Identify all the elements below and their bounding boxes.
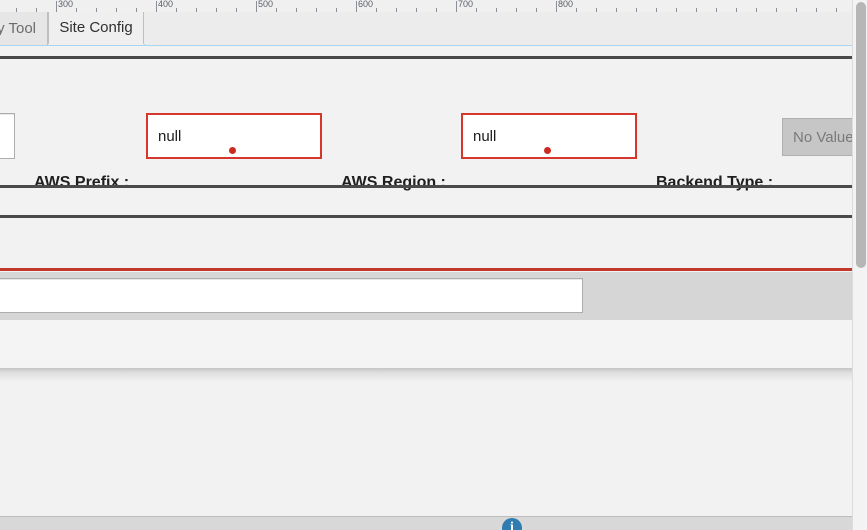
ruler-minor-tick	[416, 8, 417, 12]
ruler-label: 400	[158, 0, 174, 9]
ruler-minor-tick	[656, 8, 657, 12]
ruler-minor-tick	[236, 8, 237, 12]
aws-region-error-dot	[544, 147, 551, 154]
ruler-minor-tick	[836, 8, 837, 12]
tab-deploy-tool-label: y Tool	[0, 20, 36, 37]
error-rule	[0, 268, 852, 271]
divider-section	[0, 215, 852, 218]
ruler-minor-tick	[696, 8, 697, 12]
divider-form-bottom	[0, 185, 852, 188]
ruler-major-tick	[556, 1, 557, 12]
vertical-scrollbar-track[interactable]	[852, 0, 867, 530]
ruler-label: 800	[558, 0, 574, 9]
ruler-minor-tick	[176, 8, 177, 12]
ruler-minor-tick	[716, 8, 717, 12]
ruler-major-tick	[156, 1, 157, 12]
ruler-label: 300	[58, 0, 74, 9]
config-panel: AWS Prefix : null AWS Region : null Back…	[0, 46, 867, 530]
backend-type-placeholder: No Value	[793, 128, 854, 146]
ruler-minor-tick	[516, 8, 517, 12]
ruler-minor-tick	[316, 8, 317, 12]
ruler-minor-tick	[496, 8, 497, 12]
ruler-minor-tick	[736, 8, 737, 12]
filter-input[interactable]	[0, 278, 583, 313]
ruler-minor-tick	[616, 8, 617, 12]
bottom-status-bar	[0, 516, 852, 530]
info-icon[interactable]: i	[502, 518, 522, 530]
ruler-minor-tick	[96, 8, 97, 12]
vertical-scrollbar-thumb[interactable]	[856, 2, 866, 268]
ruler-minor-tick	[776, 8, 777, 12]
ruler-minor-tick	[596, 8, 597, 12]
ruler-minor-tick	[396, 8, 397, 12]
divider-top	[0, 56, 852, 59]
aws-region-label: AWS Region :	[341, 174, 446, 191]
info-icon-glyph: i	[510, 520, 514, 530]
ruler-minor-tick	[576, 8, 577, 12]
backend-type-label: Backend Type :	[656, 174, 774, 191]
ruler-minor-tick	[436, 8, 437, 12]
ruler-minor-tick	[196, 8, 197, 12]
ruler-minor-tick	[116, 8, 117, 12]
tab-site-config-label: Site Config	[59, 19, 133, 36]
ruler-minor-tick	[536, 8, 537, 12]
ruler-minor-tick	[276, 8, 277, 12]
ruler-minor-tick	[16, 8, 17, 12]
aws-region-value: null	[473, 127, 497, 145]
ruler-label: 700	[458, 0, 474, 9]
ruler-major-tick	[56, 1, 57, 12]
tab-bar-empty-space	[145, 12, 852, 45]
lower-empty-area	[0, 382, 852, 516]
ruler-minor-tick	[476, 8, 477, 12]
ruler-minor-tick	[816, 8, 817, 12]
ruler-label: 500	[258, 0, 274, 9]
ruler-minor-tick	[76, 8, 77, 12]
panel-split-shadow	[0, 368, 852, 382]
tab-site-config[interactable]: Site Config	[48, 12, 144, 45]
ruler-major-tick	[356, 1, 357, 12]
ruler-major-tick	[456, 1, 457, 12]
ruler-minor-tick	[796, 8, 797, 12]
aws-prefix-label: AWS Prefix :	[34, 174, 130, 191]
ruler-minor-tick	[336, 8, 337, 12]
aws-prefix-value: null	[158, 127, 182, 145]
ruler-minor-tick	[296, 8, 297, 12]
ruler-minor-tick	[136, 8, 137, 12]
lower-light-band	[0, 320, 852, 368]
tab-deploy-tool[interactable]: y Tool	[0, 12, 48, 45]
ruler-minor-tick	[676, 8, 677, 12]
ruler-minor-tick	[636, 8, 637, 12]
ruler-label: 600	[358, 0, 374, 9]
tab-bar: y Tool Site Config	[0, 12, 852, 46]
ruler-minor-tick	[36, 8, 37, 12]
clipped-left-field[interactable]	[0, 113, 15, 159]
ruler-minor-tick	[756, 8, 757, 12]
ruler-major-tick	[256, 1, 257, 12]
aws-prefix-error-dot	[229, 147, 236, 154]
ruler-minor-tick	[216, 8, 217, 12]
ruler-minor-tick	[376, 8, 377, 12]
